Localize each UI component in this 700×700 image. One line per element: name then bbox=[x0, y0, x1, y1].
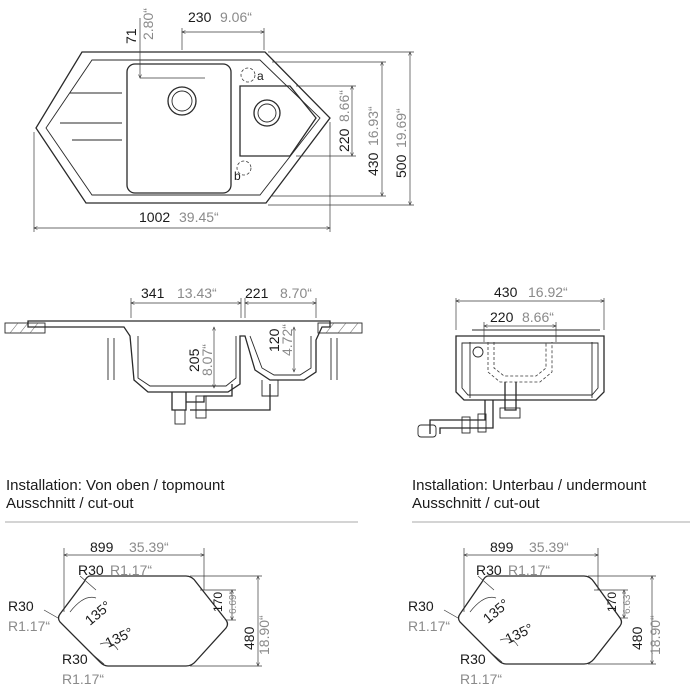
dim-230-in: 9.06“ bbox=[220, 9, 252, 25]
tap-hole-a-label: a bbox=[257, 69, 264, 83]
main-bowl bbox=[126, 63, 232, 194]
undermount-sink-profile bbox=[455, 335, 605, 401]
caption-undermount-line2: Ausschnitt / cut-out bbox=[412, 495, 540, 512]
cutout-left-rtop-mm: R30 bbox=[78, 562, 104, 578]
cutout-right-rleft-mm: R30 bbox=[408, 598, 434, 614]
dim-120-mm: 120 bbox=[266, 328, 282, 352]
drainboard-grooves bbox=[60, 92, 122, 141]
dim-341-in: 13.43“ bbox=[177, 285, 217, 301]
main-drain-inner-icon bbox=[171, 90, 193, 112]
dim-430-in: 16.93“ bbox=[365, 106, 381, 146]
cutout-right-899-mm: 899 bbox=[490, 539, 514, 555]
front-dim-220-mm: 220 bbox=[490, 309, 514, 325]
dim-430-mm: 430 bbox=[365, 152, 381, 176]
dim-120-in: 4.72“ bbox=[279, 324, 295, 356]
secondary-bowl bbox=[239, 85, 317, 157]
cutout-right-rtop-mm: R30 bbox=[476, 562, 502, 578]
cutout-right-170-in: 6.63“ bbox=[622, 591, 633, 614]
cutout-left-rleft-in: R1.17“ bbox=[8, 618, 50, 634]
cutout-right-angle-2: 135° bbox=[503, 620, 536, 647]
dim-1002-mm: 1002 bbox=[139, 209, 170, 225]
cutout-left-rbot-mm: R30 bbox=[62, 651, 88, 667]
tap-hole-b-label: b bbox=[234, 169, 241, 183]
sink-rim-inner bbox=[45, 59, 321, 196]
cutout-left-480-in: 18.90“ bbox=[256, 615, 272, 655]
cutout-left-170-in: 6.69“ bbox=[228, 591, 239, 614]
secondary-drain-inner-icon bbox=[257, 103, 277, 123]
front-drain-pipework bbox=[417, 382, 521, 438]
cutout-left-170-mm: 170 bbox=[211, 592, 225, 612]
caption-topmount-line1: Installation: Von oben / topmount bbox=[6, 477, 225, 494]
cutout-right-rbot-in: R1.17“ bbox=[460, 671, 502, 687]
dim-71-in: 2.80“ bbox=[140, 8, 156, 40]
cutout-undermount: 899 35.39“ R30 R1.17“ R30 R1.17“ R30 R1.… bbox=[408, 539, 663, 687]
dim-341-mm: 341 bbox=[141, 285, 165, 301]
cutout-outline-right bbox=[457, 575, 623, 665]
dim-1002-in: 39.45“ bbox=[179, 209, 219, 225]
drain-pipework bbox=[171, 380, 279, 425]
side-section-view: 341 13.43“ 221 8.70“ 205 8.07“ 120 4.72“ bbox=[4, 285, 363, 425]
cutout-right-rleft-in: R1.17“ bbox=[408, 618, 450, 634]
dim-221-mm: 221 bbox=[245, 285, 269, 301]
secondary-drain-outer-icon bbox=[253, 99, 281, 127]
cutout-left-angle-2: 135° bbox=[103, 624, 136, 651]
worktop-left bbox=[4, 322, 46, 334]
dim-71-mm: 71 bbox=[123, 28, 139, 44]
dim-205-in: 8.07“ bbox=[199, 344, 215, 376]
sink-outline bbox=[35, 51, 331, 204]
cutout-right-480-mm: 480 bbox=[629, 626, 645, 650]
front-dim-430-mm: 430 bbox=[494, 284, 518, 300]
dim-221-in: 8.70“ bbox=[280, 285, 312, 301]
cutout-outline-left bbox=[57, 575, 229, 667]
dim-220-mm: 220 bbox=[336, 128, 352, 152]
cutout-topmount: 899 35.39“ R30 R1.17“ R30 R1.17“ R30 R1.… bbox=[8, 539, 272, 687]
cutout-right-170-mm: 170 bbox=[605, 592, 619, 612]
cutout-left-rleft-mm: R30 bbox=[8, 598, 34, 614]
caption-undermount-line1: Installation: Unterbau / undermount bbox=[412, 477, 647, 494]
dim-230-mm: 230 bbox=[188, 9, 212, 25]
cutout-left-899-mm: 899 bbox=[90, 539, 114, 555]
dim-220-in: 8.66“ bbox=[336, 90, 352, 122]
inner-bowl-hidden bbox=[487, 342, 553, 383]
cutout-left-rtop-in: R1.17“ bbox=[110, 562, 152, 578]
front-dim-430-in: 16.92“ bbox=[528, 284, 568, 300]
tap-hole-a-icon bbox=[240, 67, 256, 83]
cutout-left-rbot-in: R1.17“ bbox=[62, 671, 104, 687]
front-dim-220-in: 8.66“ bbox=[522, 309, 554, 325]
dim-500-mm: 500 bbox=[393, 154, 409, 178]
caption-topmount-line2: Ausschnitt / cut-out bbox=[6, 495, 134, 512]
worktop-right bbox=[317, 322, 363, 334]
cutout-left-899-in: 35.39“ bbox=[129, 539, 169, 555]
cutout-left-angle-1: 135° bbox=[82, 597, 114, 628]
dim-500-in: 19.69“ bbox=[393, 108, 409, 148]
dim-205-mm: 205 bbox=[186, 348, 202, 372]
cutout-right-rtop-in: R1.17“ bbox=[508, 562, 550, 578]
cutout-right-rbot-mm: R30 bbox=[460, 651, 486, 667]
main-drain-outer-icon bbox=[167, 86, 197, 116]
cutout-right-angle-1: 135° bbox=[480, 595, 512, 626]
overflow-icon bbox=[472, 346, 484, 358]
cutout-right-480-in: 18.90“ bbox=[647, 615, 663, 655]
cutout-right-899-in: 35.39“ bbox=[529, 539, 569, 555]
cutout-left-480-mm: 480 bbox=[241, 626, 257, 650]
tap-hole-b-icon bbox=[236, 160, 252, 176]
top-view: a b 230 9.06“ 71 2.80“ 1002 39.45“ 220 8… bbox=[34, 8, 414, 232]
sink-profile bbox=[27, 320, 331, 393]
front-section-view: 430 16.92“ 220 8.66“ bbox=[417, 284, 605, 438]
